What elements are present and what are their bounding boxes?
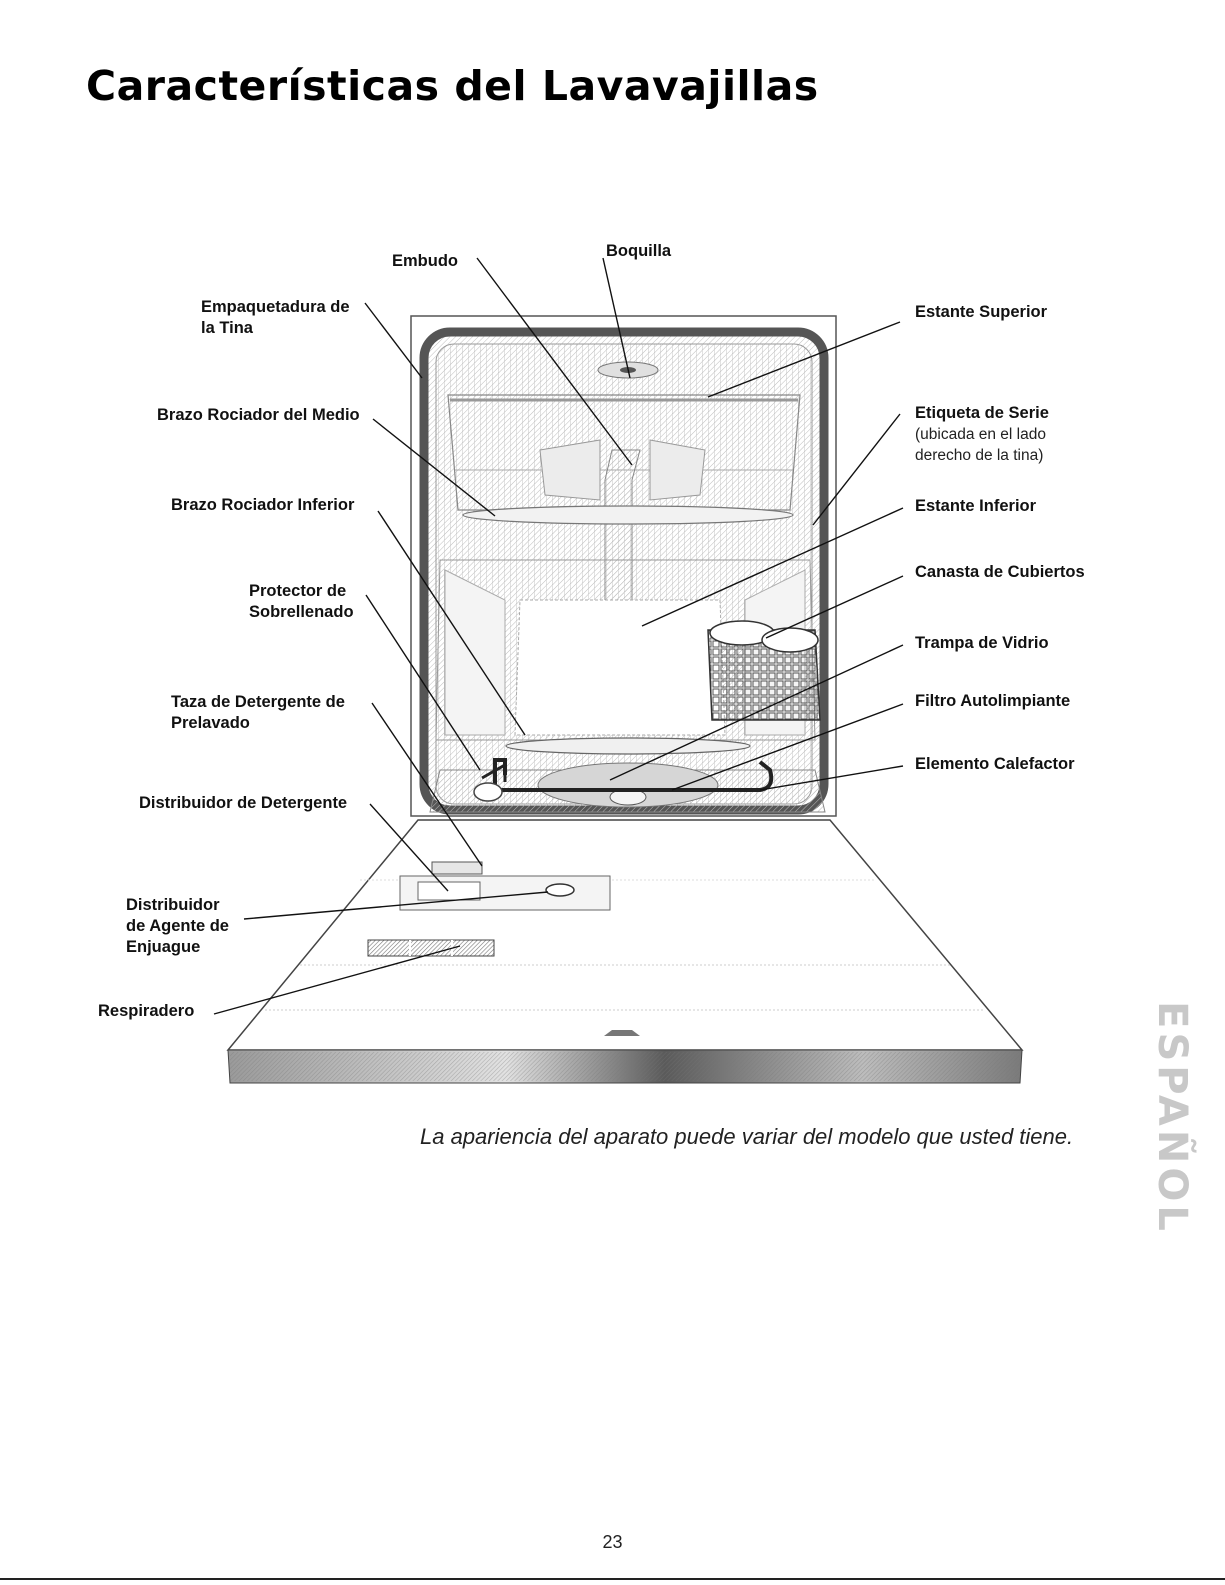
label-etiqueta-serie-title: Etiqueta de Serie <box>915 404 1049 422</box>
label-protector-line1: Protector de <box>249 582 347 600</box>
middle-spray-arm <box>462 505 794 525</box>
label-distribuidor-agente-line2: de Agente de <box>126 917 229 935</box>
footer-rule <box>0 1578 1225 1580</box>
lower-spray-arm <box>505 737 751 755</box>
label-etiqueta-serie: Etiqueta de Serie (ubicada en el lado de… <box>915 403 1049 466</box>
leader-lines <box>213 257 904 1015</box>
label-etiqueta-serie-note1: (ubicada en el lado <box>915 426 1046 443</box>
language-side-tab: ESPAÑOL <box>1149 1000 1195 1236</box>
label-distribuidor-agente-line1: Distribuidor <box>126 896 220 914</box>
label-canasta: Canasta de Cubiertos <box>915 563 1085 581</box>
label-estante-inferior: Estante Inferior <box>915 497 1037 515</box>
label-taza-line2: Prelavado <box>171 714 250 732</box>
label-boquilla: Boquilla <box>606 242 672 260</box>
label-taza-line1: Taza de Detergente de <box>171 693 345 711</box>
label-elemento: Elemento Calefactor <box>915 755 1075 773</box>
label-estante-superior: Estante Superior <box>915 303 1048 321</box>
label-filtro: Filtro Autolimpiante <box>915 692 1071 710</box>
label-empaquetadura: Empaquetadura de la Tina <box>201 297 350 339</box>
label-empaquetadura-line1: Empaquetadura de <box>201 298 350 316</box>
tub-bottom <box>429 758 826 813</box>
label-protector: Protector de Sobrellenado <box>249 581 354 623</box>
label-distribuidor-agente: Distribuidor de Agente de Enjuague <box>126 895 229 958</box>
label-brazo-medio: Brazo Rociador del Medio <box>157 406 360 424</box>
label-respiradero: Respiradero <box>98 1002 195 1020</box>
label-embudo: Embudo <box>392 252 458 270</box>
page-title: Características del Lavavajillas <box>86 62 819 110</box>
label-trampa: Trampa de Vidrio <box>915 634 1049 652</box>
label-distribuidor-agente-line3: Enjuague <box>126 938 201 956</box>
label-distribuidor-detergente: Distribuidor de Detergente <box>139 794 348 812</box>
appearance-caption: La apariencia del aparato puede variar d… <box>420 1124 1074 1149</box>
label-etiqueta-serie-note2: derecho de la tina) <box>915 447 1044 464</box>
door-front-edge <box>227 1049 1023 1084</box>
language-side-tab-text: ESPAÑOL <box>1149 1001 1195 1235</box>
silverware-basket <box>707 620 821 721</box>
label-protector-line2: Sobrellenado <box>249 603 354 621</box>
page-number: 23 <box>602 1532 623 1552</box>
lower-rack <box>435 559 816 741</box>
open-door <box>226 819 1024 1051</box>
label-brazo-inferior: Brazo Rociador Inferior <box>171 496 355 514</box>
label-taza: Taza de Detergente de Prelavado <box>171 692 345 734</box>
label-empaquetadura-line2: la Tina <box>201 319 253 337</box>
